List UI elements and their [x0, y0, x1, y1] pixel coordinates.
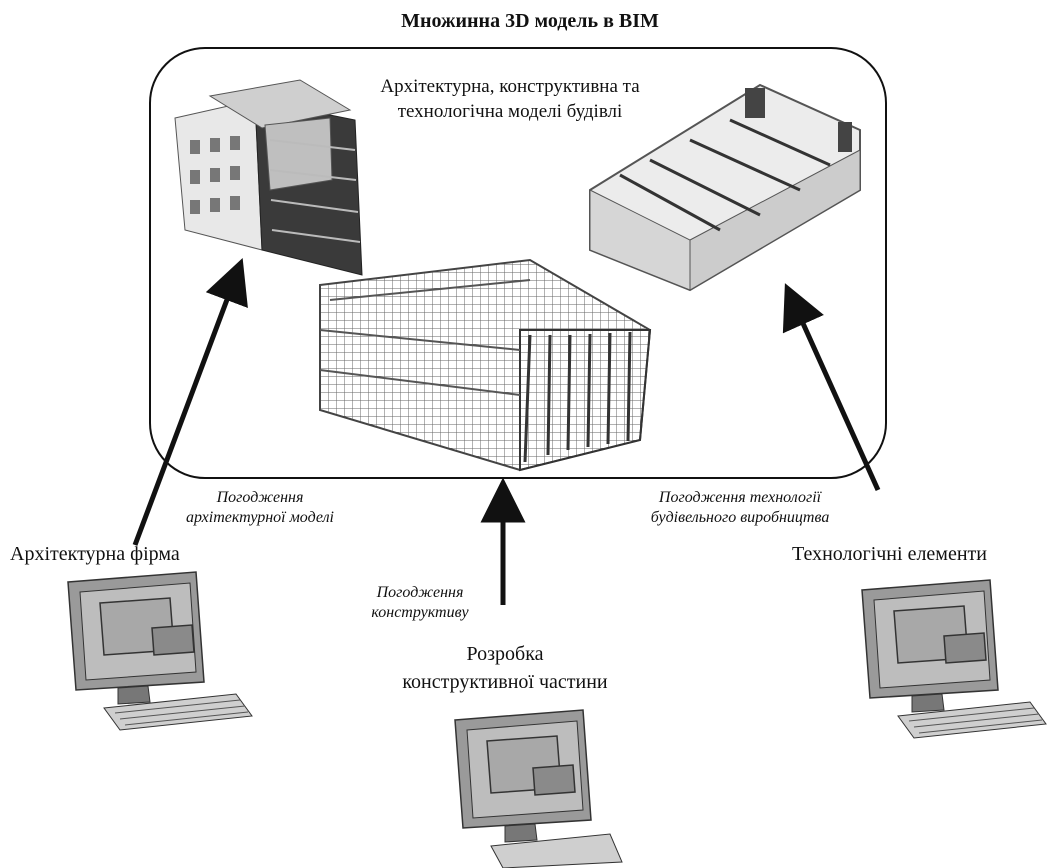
- arrow-label-architecture: Погодження архітектурної моделі: [150, 488, 370, 528]
- node-technology-label: Технологічні елементи: [792, 543, 987, 565]
- architectural-model-image: [174, 79, 363, 276]
- arrow-label-technology-line2: будівельного виробництва: [650, 509, 830, 526]
- arrow-technology: [782, 283, 881, 492]
- node-structural-label-line1: Розробка: [466, 643, 544, 665]
- model-box-caption-line1: Архітектурна, конструктивна та: [380, 76, 640, 97]
- arrow-label-structural-line1: Погодження: [376, 584, 464, 601]
- node-structural-label: Розробка конструктивної частини: [360, 640, 650, 696]
- node-architecture-label: Архітектурна фірма: [10, 543, 180, 565]
- structural-model-image: [319, 258, 652, 472]
- arrow-label-structural: Погодження конструктиву: [350, 583, 490, 623]
- computer-icon-architecture: [67, 571, 253, 731]
- arrow-label-technology: Погодження технології будівельного вироб…: [590, 488, 890, 528]
- arrow-label-structural-line2: конструктиву: [371, 604, 469, 621]
- diagram-title: Множинна 3D модель в BIM: [401, 10, 659, 32]
- arrow-label-architecture-line2: архітектурної моделі: [186, 509, 334, 526]
- model-box-caption: Архітектурна, конструктивна та технологі…: [300, 74, 720, 124]
- computer-icon-structural: [454, 709, 623, 868]
- arrow-architecture: [132, 257, 248, 546]
- model-box-caption-line2: технологічна моделі будівлі: [397, 101, 623, 122]
- node-structural-label-line2: конструктивної частини: [402, 671, 608, 693]
- computer-icon-technology: [861, 579, 1047, 739]
- technology-model-image: [589, 83, 861, 292]
- arrow-label-architecture-line1: Погодження: [216, 489, 304, 506]
- arrow-label-technology-line1: Погодження технології: [658, 489, 822, 506]
